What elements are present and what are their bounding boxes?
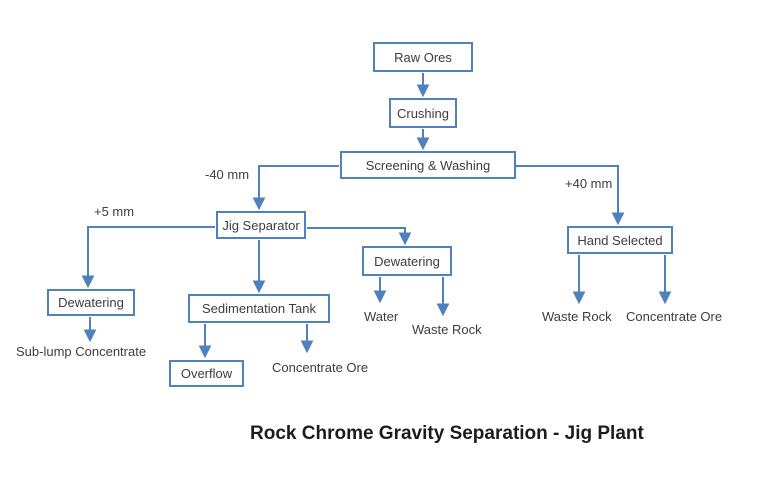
label-sub-lump-concentrate: Sub-lump Concentrate [16,344,147,359]
connector-jig-to-dewatering-mid [307,227,412,246]
node-crushing: Crushing [389,98,457,128]
label-waste-rock-mid: Waste Rock [412,322,482,337]
node-screening-washing: Screening & Washing [340,151,516,179]
node-raw-ores: Raw Ores [373,42,473,72]
node-sedimentation-tank: Sedimentation Tank [188,294,330,323]
connector-screening-to-jig [252,165,339,211]
label-water: Water [364,309,399,324]
label-concentrate-ore-mid: Concentrate Ore [272,360,369,375]
label-plus-40mm: +40 mm [565,176,613,191]
node-dewatering-left: Dewatering [47,289,135,316]
label-waste-rock-right: Waste Rock [542,309,612,324]
diagram-title: Rock Chrome Gravity Separation - Jig Pla… [250,423,644,444]
node-overflow: Overflow [169,360,244,387]
label-concentrate-ore-right: Concentrate Ore [626,309,723,324]
label-minus-40mm: -40 mm [205,167,250,182]
connector-screening-to-handselected [516,165,625,226]
node-jig-separator: Jig Separator [216,211,306,239]
label-plus-5mm: +5 mm [94,204,135,219]
node-hand-selected: Hand Selected [567,226,673,254]
node-dewatering-mid: Dewatering [362,246,452,276]
connector-jig-to-dewatering-left [81,226,215,289]
